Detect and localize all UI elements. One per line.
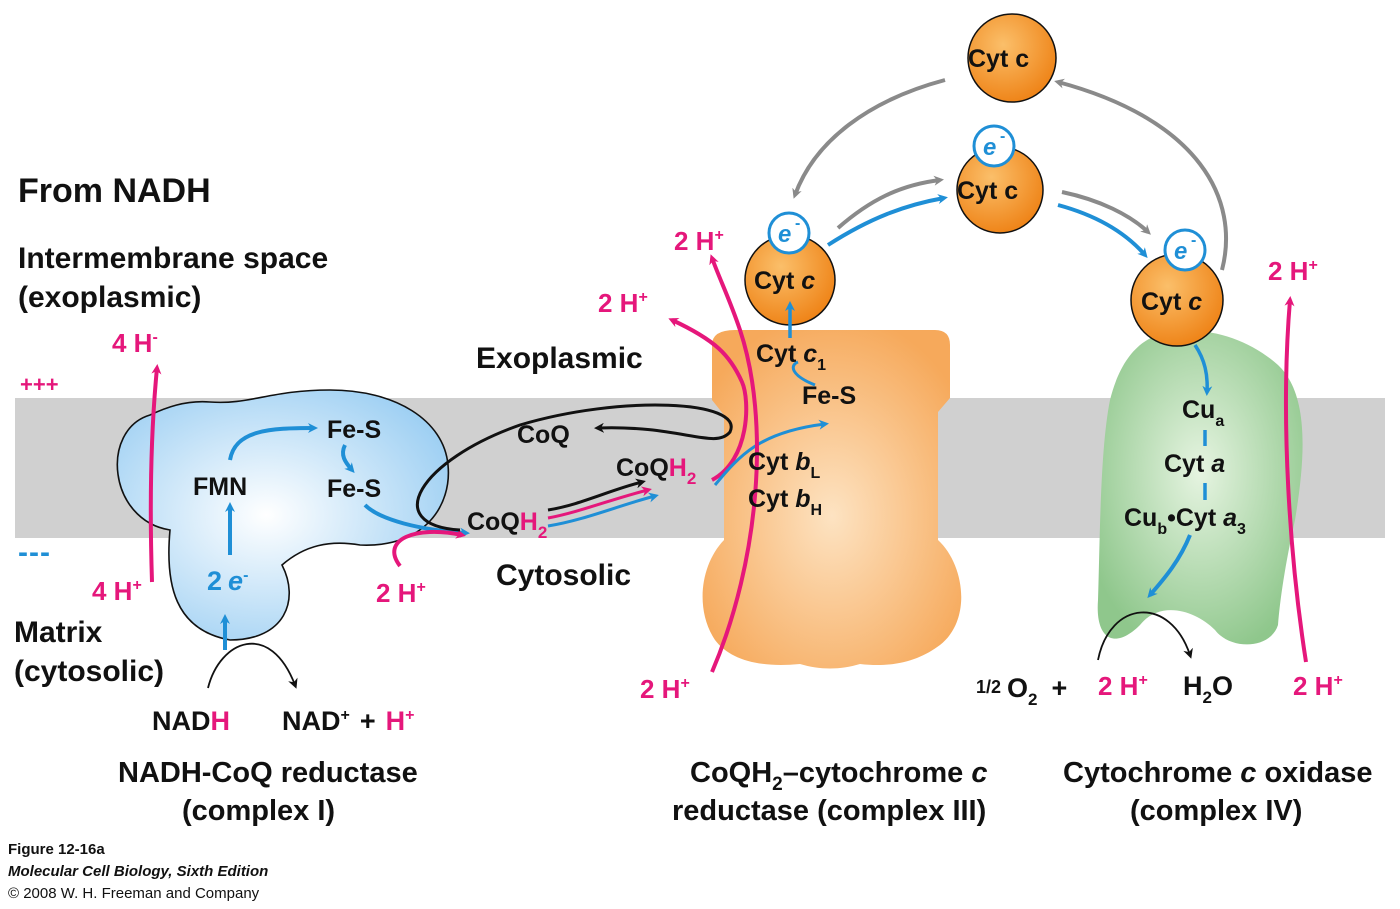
coq-label: CoQ — [517, 421, 570, 449]
intermembrane-label-1: Intermembrane space — [18, 242, 328, 275]
intermembrane-label-2: (exoplasmic) — [18, 281, 201, 314]
q-blu-to-coqh2 — [547, 492, 659, 528]
electron-badge-right: e - — [1163, 228, 1207, 272]
matrix-label-1: Matrix — [14, 616, 103, 649]
c1-in-protons: 4 H+ — [92, 576, 142, 606]
cytc-top — [967, 13, 1057, 103]
c1-arrow-fmn-to-fes — [228, 423, 318, 461]
c3-protons-top-1: 2 H+ — [674, 226, 724, 256]
cytc1-label: Cyt c1 — [756, 340, 826, 374]
c3-fes-label: Fe-S — [802, 382, 856, 410]
c3-arrow-fes-to-cytc1 — [791, 360, 816, 387]
c1-nadh-black-curve — [207, 642, 298, 689]
gray-arrow-top-to-left — [792, 78, 946, 199]
exoplasmic-label: Exoplasmic — [476, 342, 643, 375]
matrix-label-2: (cytosolic) — [14, 655, 164, 688]
copyright: © 2008 W. H. Freeman and Company — [8, 885, 260, 902]
q-black-to-coqh2 — [547, 478, 646, 512]
fmn-label: FMN — [193, 473, 247, 501]
c1-arrow-fes-to-fes — [341, 444, 355, 474]
c1-name-1: NADH-CoQ reductase — [118, 757, 418, 789]
complex1-body — [116, 389, 450, 641]
c4-water-curve — [1097, 611, 1193, 661]
c3-name-2: reductase (complex III) — [672, 795, 986, 827]
negative-charge: --- — [18, 536, 51, 569]
svg-text:-: - — [1191, 232, 1196, 249]
cyta-label: Cyt a — [1164, 450, 1225, 478]
gray-arrow-middle-to-right — [1061, 190, 1151, 235]
cytbl-label: Cyt bL — [748, 448, 821, 482]
cytc-middle-label: Cyt c — [957, 177, 1018, 205]
coqh2-upper: CoQH2 — [616, 454, 696, 488]
c3-protons-top-2: 2 H+ — [598, 288, 648, 318]
c4-name-2: (complex IV) — [1130, 795, 1302, 827]
c3-proton-through — [709, 254, 759, 673]
nad-plus-label: NAD++H+ — [282, 706, 414, 736]
cytbh-label: Cyt bH — [748, 485, 822, 519]
c4-arrow-cytc-to-cua — [1193, 344, 1213, 396]
cytc-top-label: Cyt c — [968, 45, 1029, 73]
c1-proton-uptake — [392, 528, 466, 568]
q-mag-to-coqh2 — [547, 486, 652, 520]
svg-text:-: - — [795, 215, 800, 232]
cua-label: Cua — [1182, 396, 1224, 430]
c4-proton-pump — [1284, 296, 1308, 663]
q-mag-coqh2-out — [668, 317, 749, 482]
c1-out-protons: 4 H- — [112, 328, 158, 358]
c1-name-2: (complex I) — [182, 795, 335, 827]
blue-arrow-middle-to-right — [1057, 203, 1148, 259]
c1-fes-1: Fe-S — [327, 416, 381, 444]
svg-text:e: e — [1174, 238, 1187, 265]
gray-arrow-right-to-top — [1054, 78, 1228, 271]
svg-text:e: e — [778, 221, 791, 248]
positive-charge: +++ — [20, 372, 59, 397]
book-title: Molecular Cell Biology, Sixth Edition — [8, 863, 268, 880]
cytc-right-label: Cyt c — [1141, 288, 1202, 316]
electron-badge-middle: e - — [972, 124, 1016, 168]
q-cycle-loop — [416, 403, 733, 532]
coqh2-lower: CoQH2 — [467, 508, 547, 542]
c4-pump-protons-top: 2 H+ — [1268, 256, 1318, 286]
gray-arrow-left-to-middle — [836, 175, 944, 230]
c4-consumed-protons: 2 H+ — [1098, 671, 1148, 701]
nadh-label: NADH — [152, 706, 230, 736]
water-label: H2O — [1183, 671, 1233, 707]
q-uptake-protons: 2 H+ — [376, 578, 426, 608]
cub-cyta3-label: Cub•Cyt a3 — [1124, 504, 1246, 538]
q-blu-coqh2-to-fes — [713, 419, 829, 486]
blue-arrow-left-to-middle — [826, 194, 948, 247]
figure-number: Figure 12-16a — [8, 841, 105, 858]
electron-badge-left: e - — [767, 211, 811, 255]
cytosolic-label: Cytosolic — [496, 559, 631, 592]
complex3-body — [702, 330, 962, 669]
c3-name-1: CoQH2–cytochrome c — [690, 757, 987, 795]
c1-fes-2: Fe-S — [327, 475, 381, 503]
c1-proton-pump — [148, 364, 162, 583]
title: From NADH — [18, 172, 211, 210]
c4-arrow-cub-to-o2 — [1147, 534, 1192, 598]
svg-text:e: e — [983, 134, 996, 161]
complex4-body — [1097, 330, 1303, 645]
svg-text:-: - — [1000, 128, 1005, 145]
c4-name-1: Cytochrome c oxidase — [1063, 757, 1372, 789]
cytc-left-label: Cyt c — [754, 267, 815, 295]
c3-protons-bottom: 2 H+ — [640, 674, 690, 704]
c4-pump-protons-bottom: 2 H+ — [1293, 671, 1343, 701]
